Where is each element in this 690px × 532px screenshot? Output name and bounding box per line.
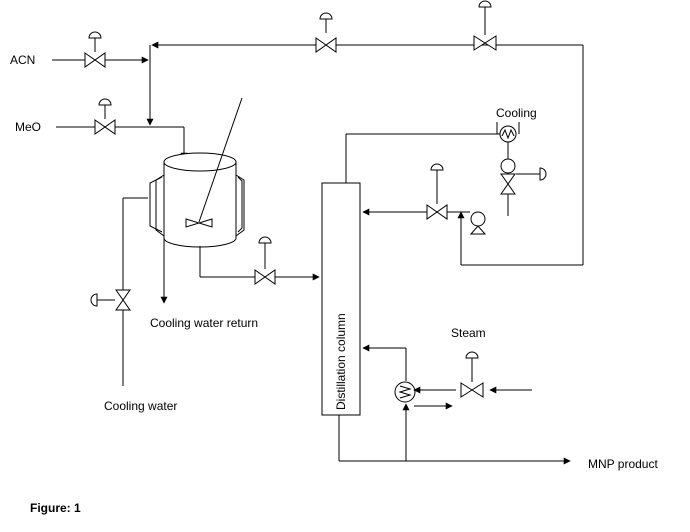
reactor-vessel <box>149 152 245 248</box>
reactor-outlet-line <box>199 246 320 281</box>
steam-line <box>413 386 532 410</box>
acn-control-valve <box>84 31 106 68</box>
reboiler-return-line <box>362 344 407 381</box>
cooling-label: Cooling <box>496 106 537 120</box>
reboiler <box>394 381 416 403</box>
cooling-water-label: Cooling water <box>104 399 177 413</box>
condenser <box>499 125 517 143</box>
cooling-water-valve <box>90 289 131 311</box>
distillation-column-label: Distillation column <box>334 313 348 410</box>
meo-label: MeO <box>15 120 41 134</box>
recycle-valve-2 <box>473 0 497 51</box>
reflux-drum <box>500 149 516 174</box>
acn-label: ACN <box>10 53 35 67</box>
recycle-line <box>146 41 584 266</box>
recycle-valve-1 <box>315 12 337 53</box>
steam-label: Steam <box>451 326 486 340</box>
reflux-pump <box>469 211 487 235</box>
reflux-control-valve <box>500 167 547 216</box>
meo-feed-line <box>56 126 188 160</box>
figure-caption: Figure: 1 <box>30 501 81 515</box>
bottoms-product-line <box>338 403 571 465</box>
meo-control-valve <box>94 98 116 135</box>
overhead-vapor-line <box>345 133 509 183</box>
reflux-valve <box>426 163 448 220</box>
distillation-column <box>321 182 361 416</box>
cooling-water-return-label: Cooling water return <box>150 316 258 330</box>
steam-control-valve <box>460 351 484 398</box>
mnp-product-label: MNP product <box>588 457 658 471</box>
reactor-outlet-valve <box>254 236 276 285</box>
agitator <box>185 97 243 228</box>
condenser-cooling-line <box>496 122 520 134</box>
